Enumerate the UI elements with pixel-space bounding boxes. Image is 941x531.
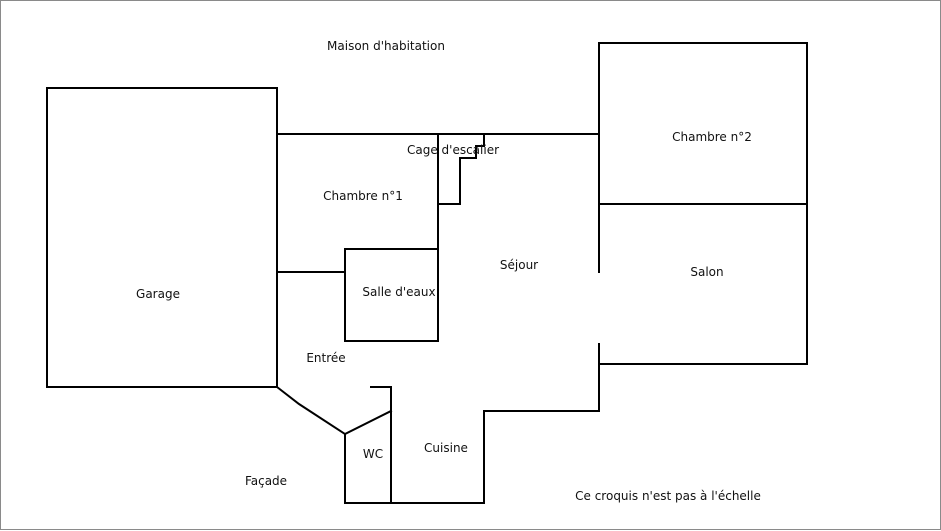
room-label-salle-eaux: Salle d'eaux [362, 285, 436, 299]
salle-eaux-outline [344, 248, 439, 342]
facade-label: Façade [244, 474, 288, 488]
wc-diagonal [343, 409, 393, 436]
room-label-cage-escalier: Cage d'escalier [406, 143, 500, 157]
garage-outline [46, 87, 278, 388]
room-label-chambre2: Chambre n°2 [672, 130, 752, 144]
room-label-garage: Garage [136, 287, 180, 301]
room-label-entree: Entrée [306, 351, 346, 365]
plan-title: Maison d'habitation [327, 39, 445, 53]
room-label-salon: Salon [690, 265, 724, 279]
room-label-sejour: Séjour [499, 258, 539, 272]
facade-angled-wall [275, 385, 347, 436]
scale-note: Ce croquis n'est pas à l'échelle [575, 489, 761, 503]
room-label-wc: WC [362, 447, 384, 461]
room-label-chambre1: Chambre n°1 [323, 189, 403, 203]
room-label-cuisine: Cuisine [424, 441, 468, 455]
stair-steps [437, 133, 485, 205]
